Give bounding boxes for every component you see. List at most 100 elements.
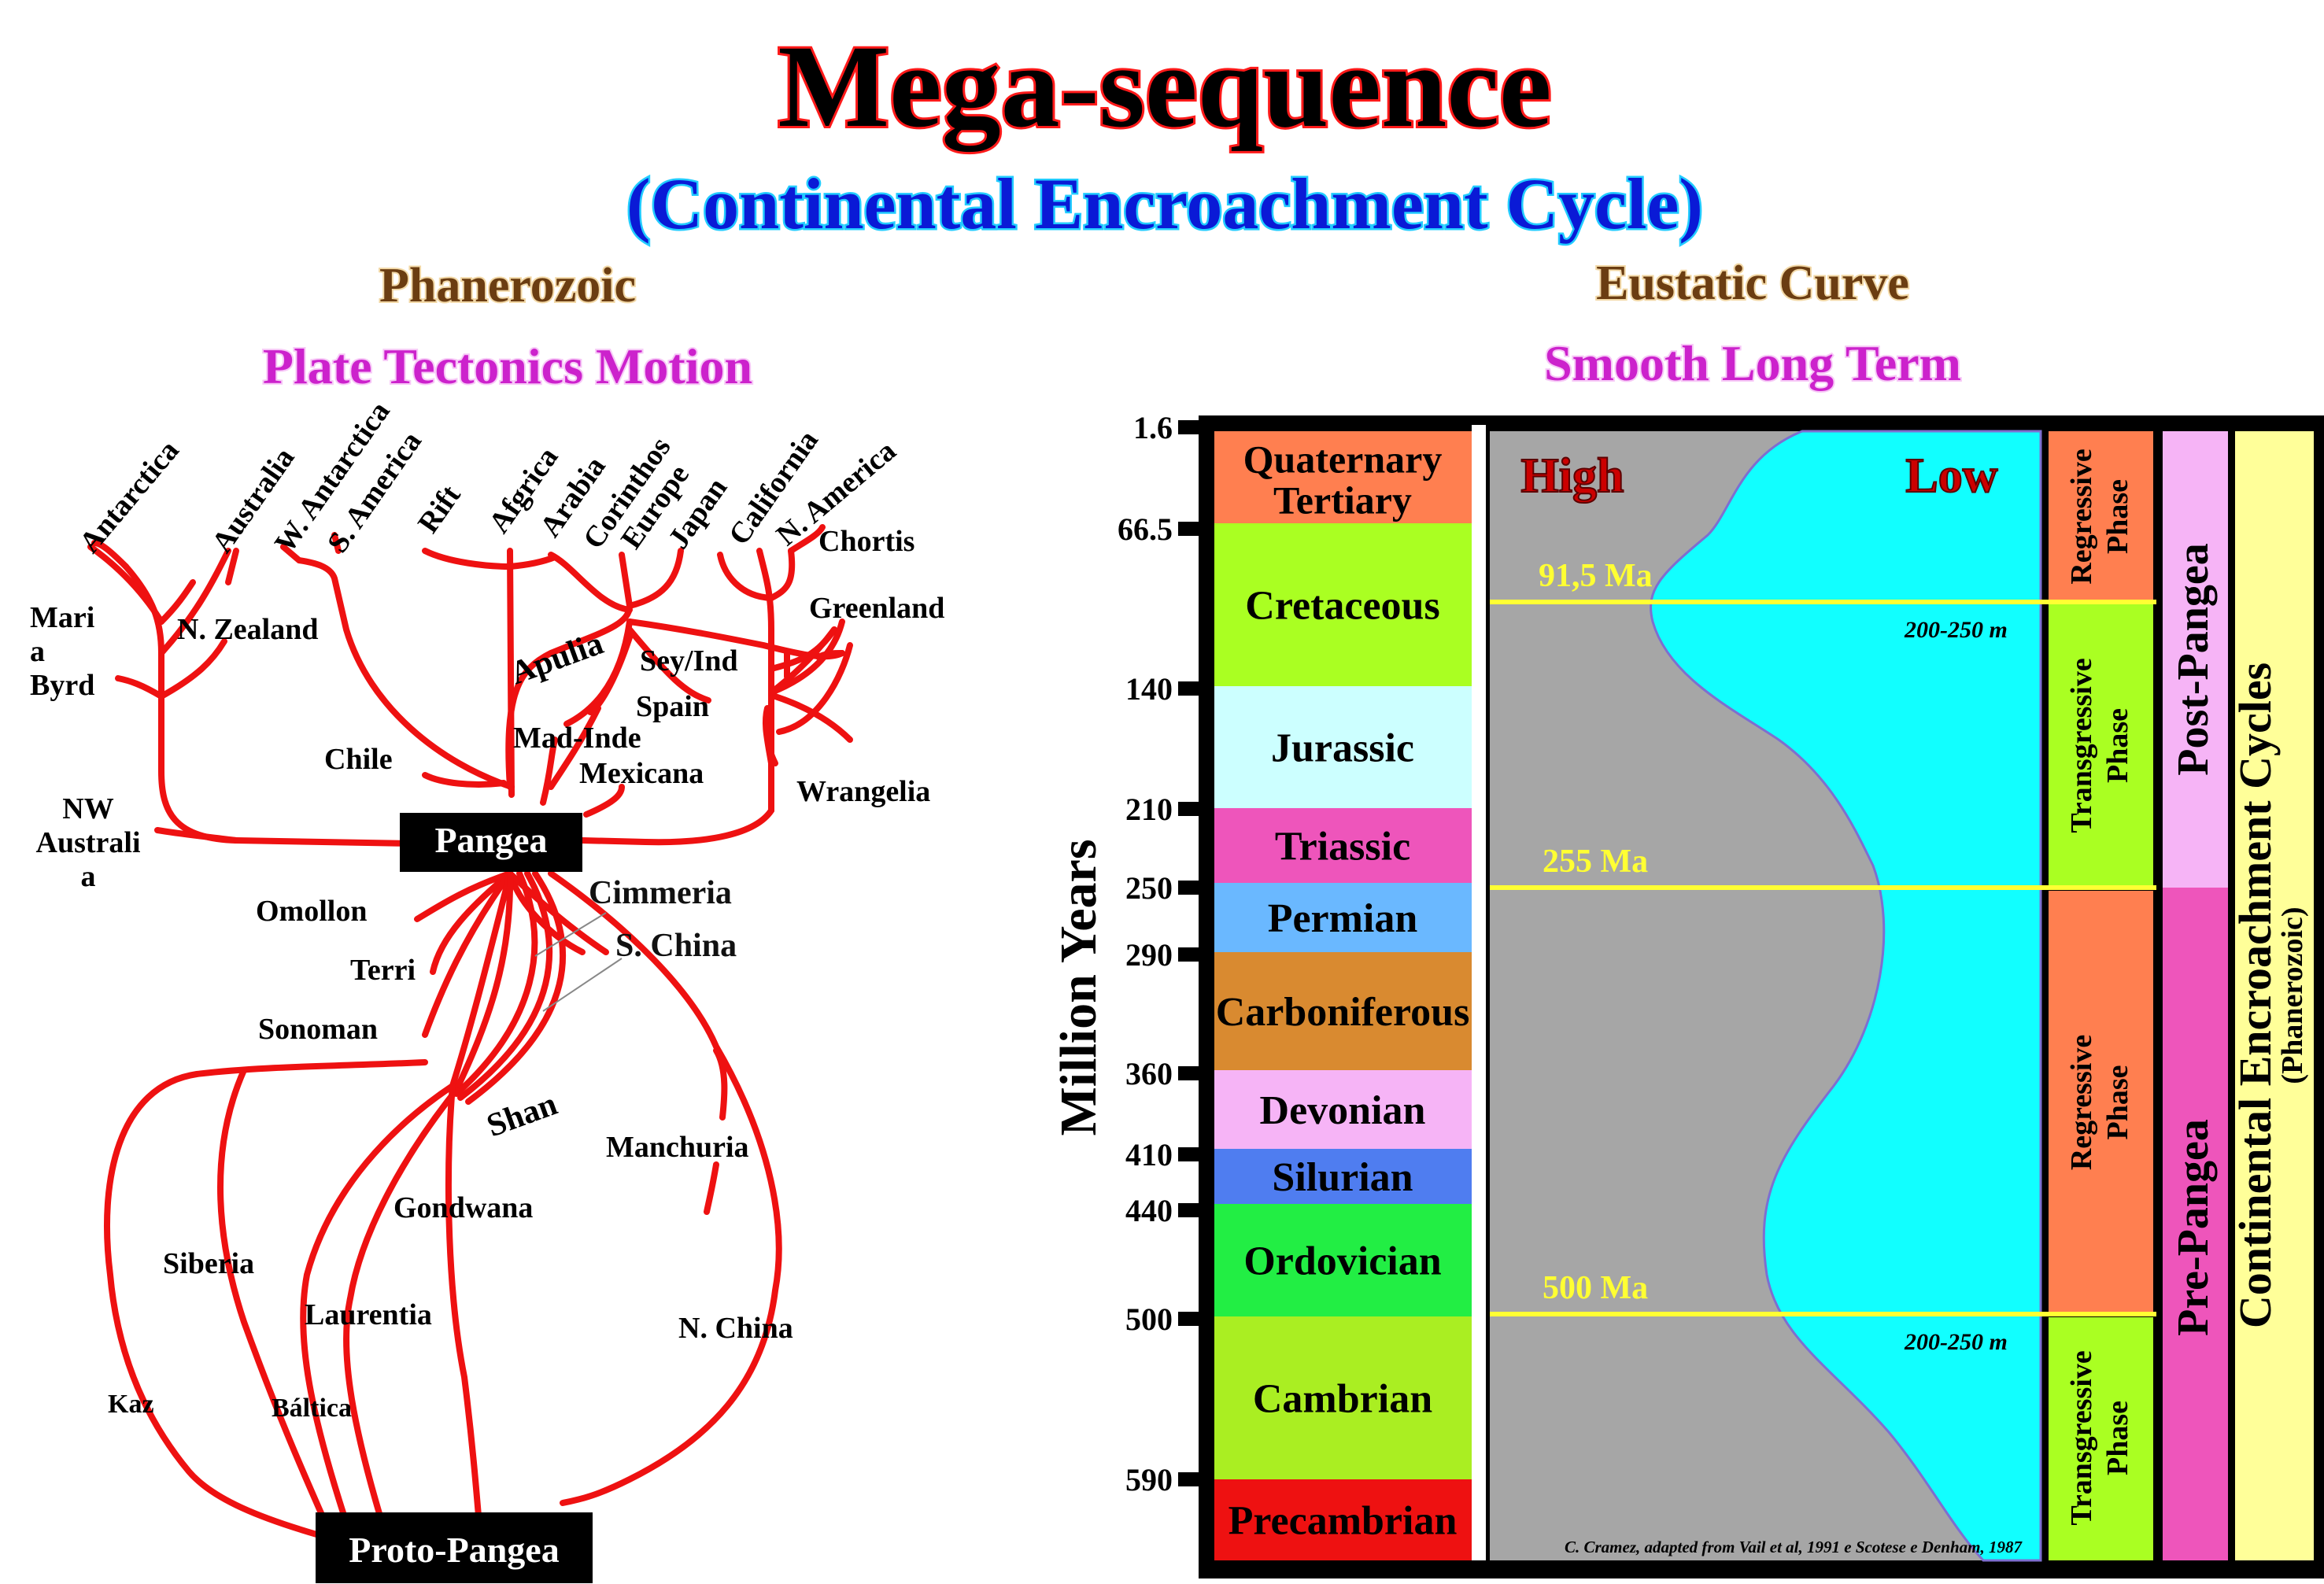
label-laurentia: Laurentia [305, 1298, 432, 1331]
label-sonoman: Sonoman [258, 1013, 378, 1046]
y-tick-label: 66.5 [1118, 511, 1173, 547]
label-rift: Rift [412, 479, 467, 539]
period-label: Cambrian [1253, 1377, 1432, 1422]
phase-label: Transgressive [2065, 1350, 2098, 1525]
label-apulia: Apulia [506, 626, 608, 692]
label-gondwana: Gondwana [393, 1191, 533, 1224]
range-label-lower: 200-250 m [1904, 1329, 2008, 1355]
label-n-china: N. China [678, 1312, 793, 1345]
y-tick-label: 410 [1125, 1137, 1173, 1172]
phase-label: Regressive [2065, 1035, 2098, 1170]
y-tick [1178, 522, 1214, 536]
y-tick [1178, 1203, 1214, 1217]
y-tick [1178, 947, 1214, 962]
period-label: Jurassic [1271, 726, 1414, 771]
phase-band [2049, 602, 2153, 889]
label-greenland: Greenland [809, 592, 944, 625]
y-tick [1178, 1312, 1214, 1326]
range-label-upper: 200-250 m [1904, 617, 2008, 643]
eustatic-curve [1650, 430, 2042, 1562]
label-nw: NW [62, 792, 113, 825]
cycles-sub-label: (Phanerozoic) [2276, 906, 2309, 1084]
proto-pangea-box [316, 1512, 593, 1583]
y-tick-label: 360 [1125, 1056, 1173, 1091]
period-label: Silurian [1272, 1155, 1413, 1200]
cycles-band [2235, 431, 2314, 1560]
period-band-jurassic [1214, 686, 1472, 808]
tree-branches [87, 524, 853, 1542]
label-kaz: Kaz [108, 1390, 154, 1419]
period-band-quaternary [1214, 431, 1472, 523]
low-label: Low [1905, 449, 1997, 503]
y-tick [1178, 681, 1214, 696]
y-tick [1178, 420, 1214, 434]
y-tick-label: 500 [1125, 1302, 1173, 1337]
phase-label: Phase [2101, 708, 2134, 783]
y-tick-label: 140 [1125, 671, 1173, 707]
label-australi: Australi [36, 826, 141, 859]
period-label: Triassic [1275, 825, 1410, 870]
tree-labels: Chortis Greenland Mari a Byrd N. Zealand… [30, 525, 944, 1423]
label-mexicana: Mexicana [579, 757, 704, 790]
y-tick-label: 440 [1125, 1193, 1173, 1228]
right-subheading: Smooth Long Term [1544, 335, 1961, 391]
y-tick [1178, 802, 1214, 816]
period-label: Tertiary [1273, 478, 1412, 522]
phase-label: Phase [2101, 479, 2134, 554]
label-terri: Terri [350, 954, 416, 987]
period-label: Ordovician [1243, 1239, 1441, 1284]
left-heading: Phanerozoic [379, 259, 636, 312]
tree-leaders [534, 912, 623, 1012]
label-wrangelia: Wrangelia [796, 775, 930, 808]
phase-band [2049, 889, 2153, 1316]
proto-pangea-label: Proto-Pangea [349, 1530, 559, 1570]
post-pangea-label: Post-Pangea [2169, 543, 2218, 776]
chart-separator [1472, 425, 1486, 1560]
pangea-box [400, 813, 582, 872]
right-heading: Eustatic Curve [1596, 257, 1909, 310]
label-s-china: S. China [615, 928, 737, 964]
phase-label: Transgressive [2065, 658, 2098, 833]
subtitle: (Continental Encroachment Cycle) [626, 164, 1703, 244]
marker-label-500: 500 Ma [1543, 1270, 1648, 1306]
y-tick [1178, 1472, 1214, 1486]
label-a2: a [81, 860, 96, 893]
phase-column [2049, 431, 2153, 1560]
y-tick-label: 210 [1125, 792, 1173, 827]
label-siberia: Siberia [163, 1247, 254, 1280]
label-byrd: Byrd [30, 669, 94, 702]
tree-labels-light: Cimmeria S. China [589, 875, 737, 964]
period-label: Precambrian [1229, 1499, 1458, 1544]
period-band-cretaceous [1214, 523, 1472, 686]
label-chile: Chile [324, 743, 393, 776]
period-label: Permian [1268, 896, 1418, 941]
period-band-devonian [1214, 1070, 1472, 1149]
period-band-silurian [1214, 1149, 1472, 1204]
y-tick-label: 1.6 [1133, 410, 1173, 445]
marker-label-91: 91,5 Ma [1539, 558, 1653, 594]
period-label: Quaternary [1243, 438, 1443, 482]
label-mari: Mari [30, 601, 94, 634]
period-label: Cretaceous [1245, 584, 1439, 629]
y-tick [1178, 881, 1214, 895]
label-chortis: Chortis [818, 525, 914, 558]
period-column: QuaternaryTertiaryCretaceousJurassicTria… [1214, 431, 1472, 1560]
label-omollon: Omollon [256, 895, 367, 928]
phase-label: Phase [2101, 1065, 2134, 1140]
phase-band [2049, 1316, 2153, 1560]
high-label: High [1521, 449, 1624, 503]
post-pangea-band [2163, 431, 2228, 888]
period-band-triassic [1214, 808, 1472, 883]
y-axis-label: Million Years [1050, 839, 1107, 1135]
label-baltica: Báltica [272, 1394, 352, 1423]
period-band-carboniferous [1214, 952, 1472, 1070]
y-tick-label: 250 [1125, 870, 1173, 906]
period-band-cambrian [1214, 1316, 1472, 1479]
cycles-label: Continental Encroachment Cycles [2230, 663, 2281, 1328]
label-n-zealand: N. Zealand [177, 613, 318, 646]
left-subheading: Plate Tectonics Motion [263, 338, 752, 394]
period-band-ordovician [1214, 1204, 1472, 1316]
